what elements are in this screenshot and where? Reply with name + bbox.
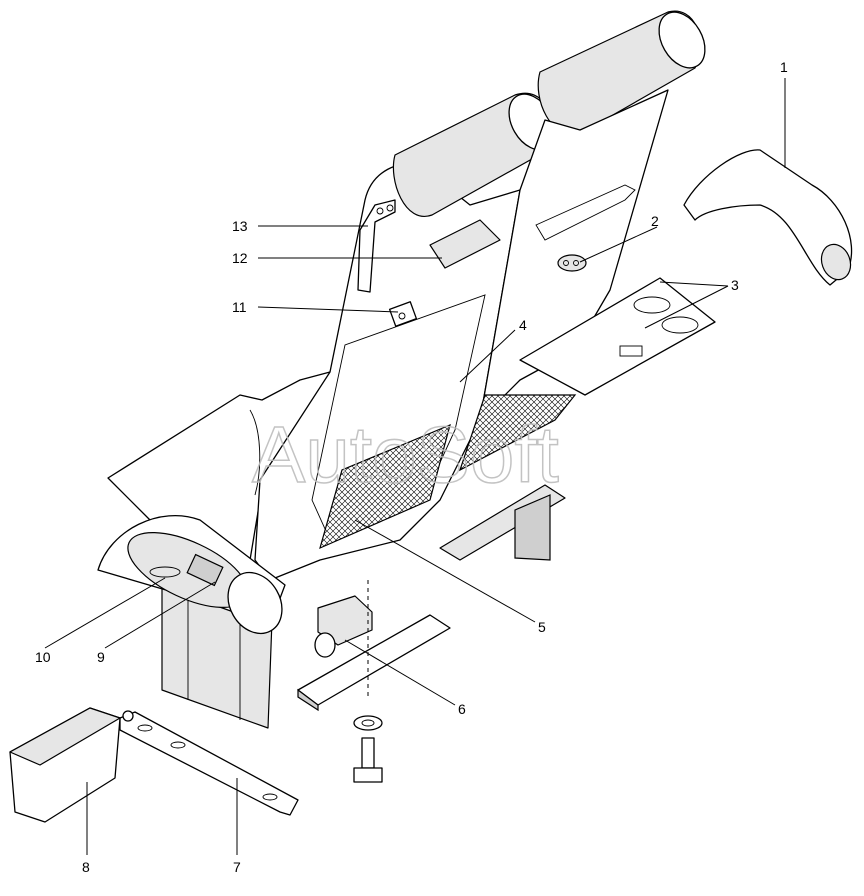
part-2-latch [557, 254, 587, 272]
leader-lines [44, 78, 786, 855]
callout-2: 2 [651, 213, 659, 229]
part-6-footrest [297, 595, 451, 712]
callout-3: 3 [731, 277, 739, 293]
part-6-washer-bolt [353, 715, 383, 783]
headrest-right [537, 10, 706, 136]
watermark: AutoSoft [252, 410, 559, 499]
part-7-strap [119, 710, 299, 816]
callout-1: 1 [780, 59, 788, 75]
callout-13: 13 [232, 218, 248, 234]
callout-12: 12 [232, 250, 248, 266]
callout-11: 11 [232, 299, 247, 315]
callout-8: 8 [82, 859, 90, 875]
armrest-left [97, 515, 286, 635]
seat-back-net-right [458, 394, 577, 472]
callout-5: 5 [538, 619, 546, 635]
seat-backrest-left [254, 163, 521, 581]
callout-labels: 1 2 3 4 5 6 7 8 9 10 11 12 13 [35, 59, 788, 875]
callout-9: 9 [97, 649, 105, 665]
part-11-hook [388, 301, 418, 327]
floor-rail-right [439, 484, 566, 561]
callout-4: 4 [519, 317, 527, 333]
callout-6: 6 [458, 701, 466, 717]
part-1-grab-handle [683, 149, 853, 286]
fold-table [519, 277, 716, 396]
part-8-bin [9, 707, 121, 823]
callout-7: 7 [233, 859, 241, 875]
part-13-grip [357, 199, 396, 293]
callout-10: 10 [35, 649, 51, 665]
seat-back-net-left [319, 423, 451, 550]
part-12-pocket [429, 219, 501, 269]
